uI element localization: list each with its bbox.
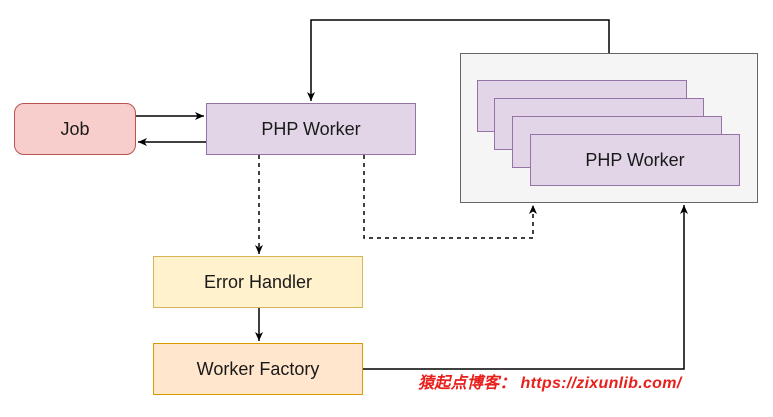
- php-worker-label: PHP Worker: [261, 118, 361, 139]
- watermark-text: 猿起点博客： https://zixunlib.com/: [418, 375, 682, 392]
- job-label: Job: [60, 118, 90, 139]
- worker-factory-node[interactable]: Worker Factory: [153, 343, 363, 395]
- worker-pool-front-card[interactable]: PHP Worker: [530, 134, 740, 186]
- edge-worker-to-pool-dashed: [363, 155, 537, 239]
- job-node[interactable]: Job: [14, 103, 136, 155]
- error-handler-node[interactable]: Error Handler: [153, 256, 363, 308]
- edge-pool-to-worker: [307, 19, 610, 101]
- worker-factory-label: Worker Factory: [196, 358, 320, 379]
- worker-pool-label: PHP Worker: [585, 149, 685, 170]
- php-worker-node[interactable]: PHP Worker: [206, 103, 416, 155]
- edge-factory-to-pool: [363, 205, 688, 370]
- error-handler-label: Error Handler: [203, 271, 313, 292]
